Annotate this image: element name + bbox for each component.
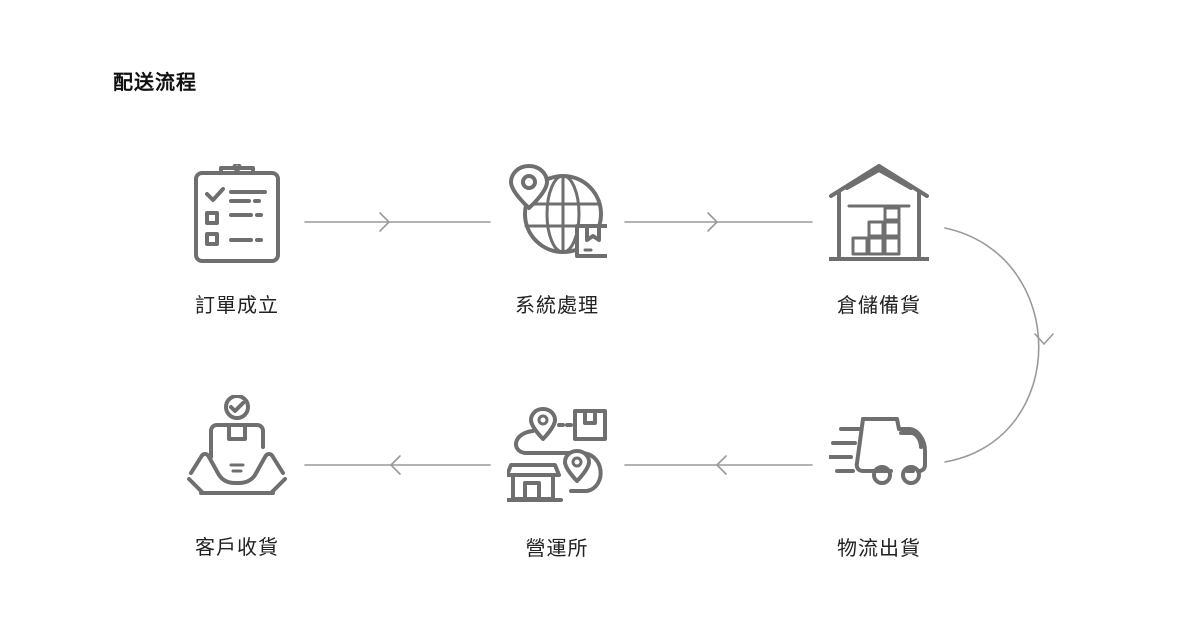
arrow-order-to-system [304, 212, 491, 232]
globe-location-package-icon [507, 164, 611, 264]
step-label: 系統處理 [515, 293, 599, 317]
page-title: 配送流程 [113, 70, 197, 94]
arrow-shipping-to-station [624, 455, 813, 475]
step-label: 營運所 [525, 536, 589, 560]
step-operation-station: 營運所 [467, 407, 647, 587]
arrow-system-to-warehouse [624, 212, 813, 232]
warehouse-boxes-icon [827, 164, 931, 264]
hands-package-received-icon [187, 394, 287, 495]
step-label: 訂單成立 [195, 293, 279, 317]
delivery-truck-icon [827, 407, 929, 507]
step-label: 物流出貨 [837, 536, 921, 560]
step-logistics-shipping: 物流出貨 [789, 407, 969, 587]
clipboard-checklist-icon [187, 162, 287, 264]
step-customer-received: 客戶收貨 [147, 394, 327, 575]
arrow-station-to-customer [304, 455, 491, 475]
step-order-created: 訂單成立 [147, 162, 327, 344]
step-label: 客戶收貨 [195, 535, 279, 559]
step-label: 倉儲備貨 [837, 293, 921, 317]
arrow-warehouse-to-shipping [944, 227, 1054, 463]
store-route-package-icon [505, 407, 607, 507]
step-warehouse-prep: 倉儲備貨 [789, 164, 969, 344]
step-system-processing: 系統處理 [467, 164, 647, 344]
